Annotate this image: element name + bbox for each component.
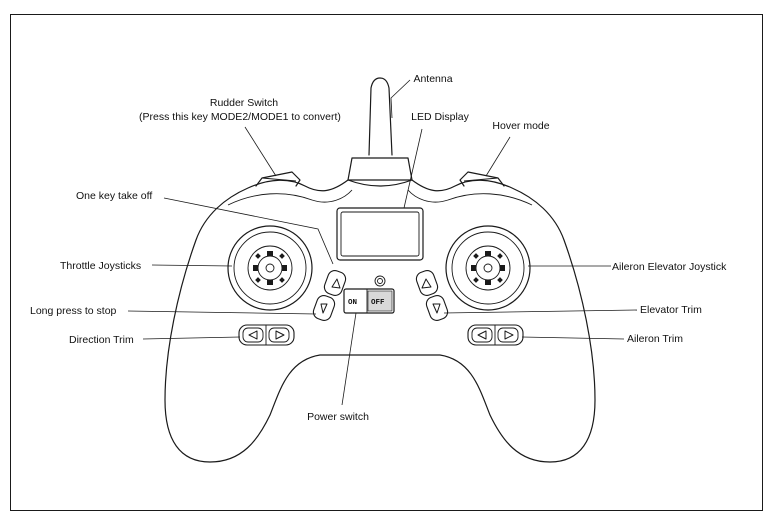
indicator-light-inner: [377, 278, 383, 284]
hover-mode-edge: [463, 177, 499, 182]
diagram-frame: [10, 14, 763, 511]
power-switch[interactable]: ON OFF: [343, 288, 395, 314]
leader-lines: [127, 79, 638, 406]
label-antenna: Antenna: [413, 73, 452, 85]
long-press-stop-button[interactable]: [311, 294, 336, 323]
shoulder-line: [227, 189, 533, 206]
aileron-trim-buttons[interactable]: [467, 324, 524, 346]
antenna: [368, 77, 393, 156]
aileron-trim-right-arrow: [504, 330, 514, 340]
led-display: [336, 207, 424, 261]
label-aileron-elevator-joystick: Aileron Elevator Joystick: [612, 261, 727, 273]
label-long-press-to-stop: Long press to stop: [30, 305, 117, 317]
switch-on-label: ON: [348, 299, 357, 307]
controller-body: ON OFF: [164, 77, 596, 463]
direction-trim-buttons[interactable]: [238, 324, 295, 346]
rudder-switch-edge: [261, 177, 297, 182]
throttle-joystick[interactable]: [227, 225, 313, 311]
label-throttle-joysticks: Throttle Joysticks: [60, 260, 141, 272]
label-elevator-trim: Elevator Trim: [640, 304, 702, 316]
one-key-take-off-button[interactable]: [322, 269, 347, 298]
label-rudder-switch: Rudder Switch: [210, 97, 278, 109]
direction-trim-right-arrow: [275, 330, 285, 340]
label-aileron-trim: Aileron Trim: [627, 333, 683, 345]
elevator-trim-up-button[interactable]: [414, 269, 439, 298]
label-one-key-take-off: One key take off: [76, 190, 152, 202]
controller-outline: [164, 179, 596, 463]
direction-trim-left-arrow: [248, 330, 258, 340]
switch-off-label: OFF: [371, 299, 385, 307]
rudder-switch-button[interactable]: [255, 171, 301, 187]
label-led-display: LED Display: [411, 111, 470, 123]
aileron-trim-left-arrow: [477, 330, 487, 340]
hover-mode-button[interactable]: [459, 171, 505, 187]
elevator-trim-down-button[interactable]: [424, 294, 449, 323]
aileron-elevator-joystick[interactable]: [445, 225, 531, 311]
label-direction-trim: Direction Trim: [69, 334, 134, 346]
label-power-switch: Power switch: [307, 411, 369, 423]
labels: Rudder Switch (Press this key MODE2/MODE…: [30, 73, 727, 423]
label-rudder-switch-note: (Press this key MODE2/MODE1 to convert): [139, 111, 341, 123]
led-display-screen: [340, 211, 420, 257]
label-hover-mode: Hover mode: [492, 120, 549, 132]
antenna-base: [347, 157, 413, 187]
indicator-light: [374, 275, 386, 287]
